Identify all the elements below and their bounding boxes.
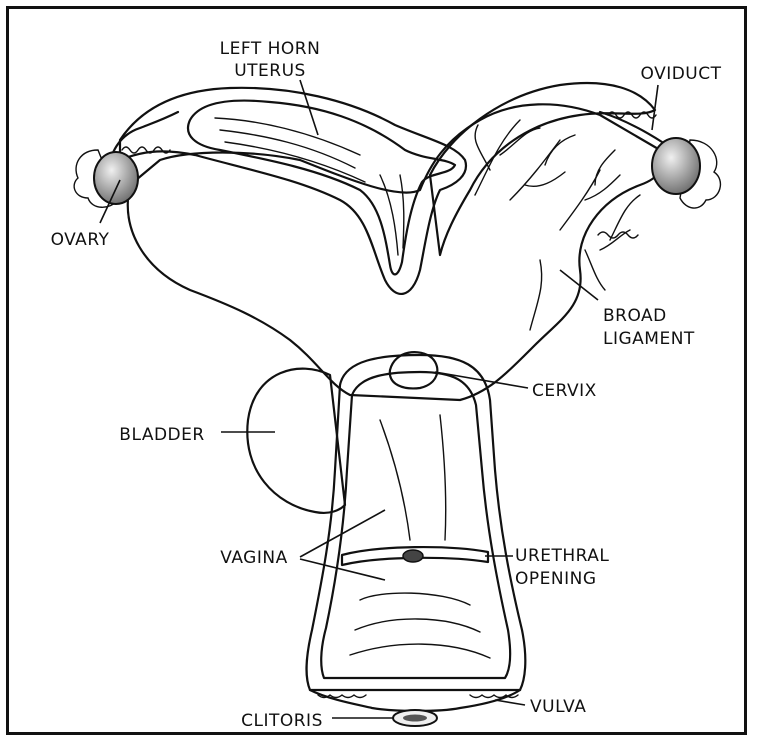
figure-border: [6, 6, 747, 735]
